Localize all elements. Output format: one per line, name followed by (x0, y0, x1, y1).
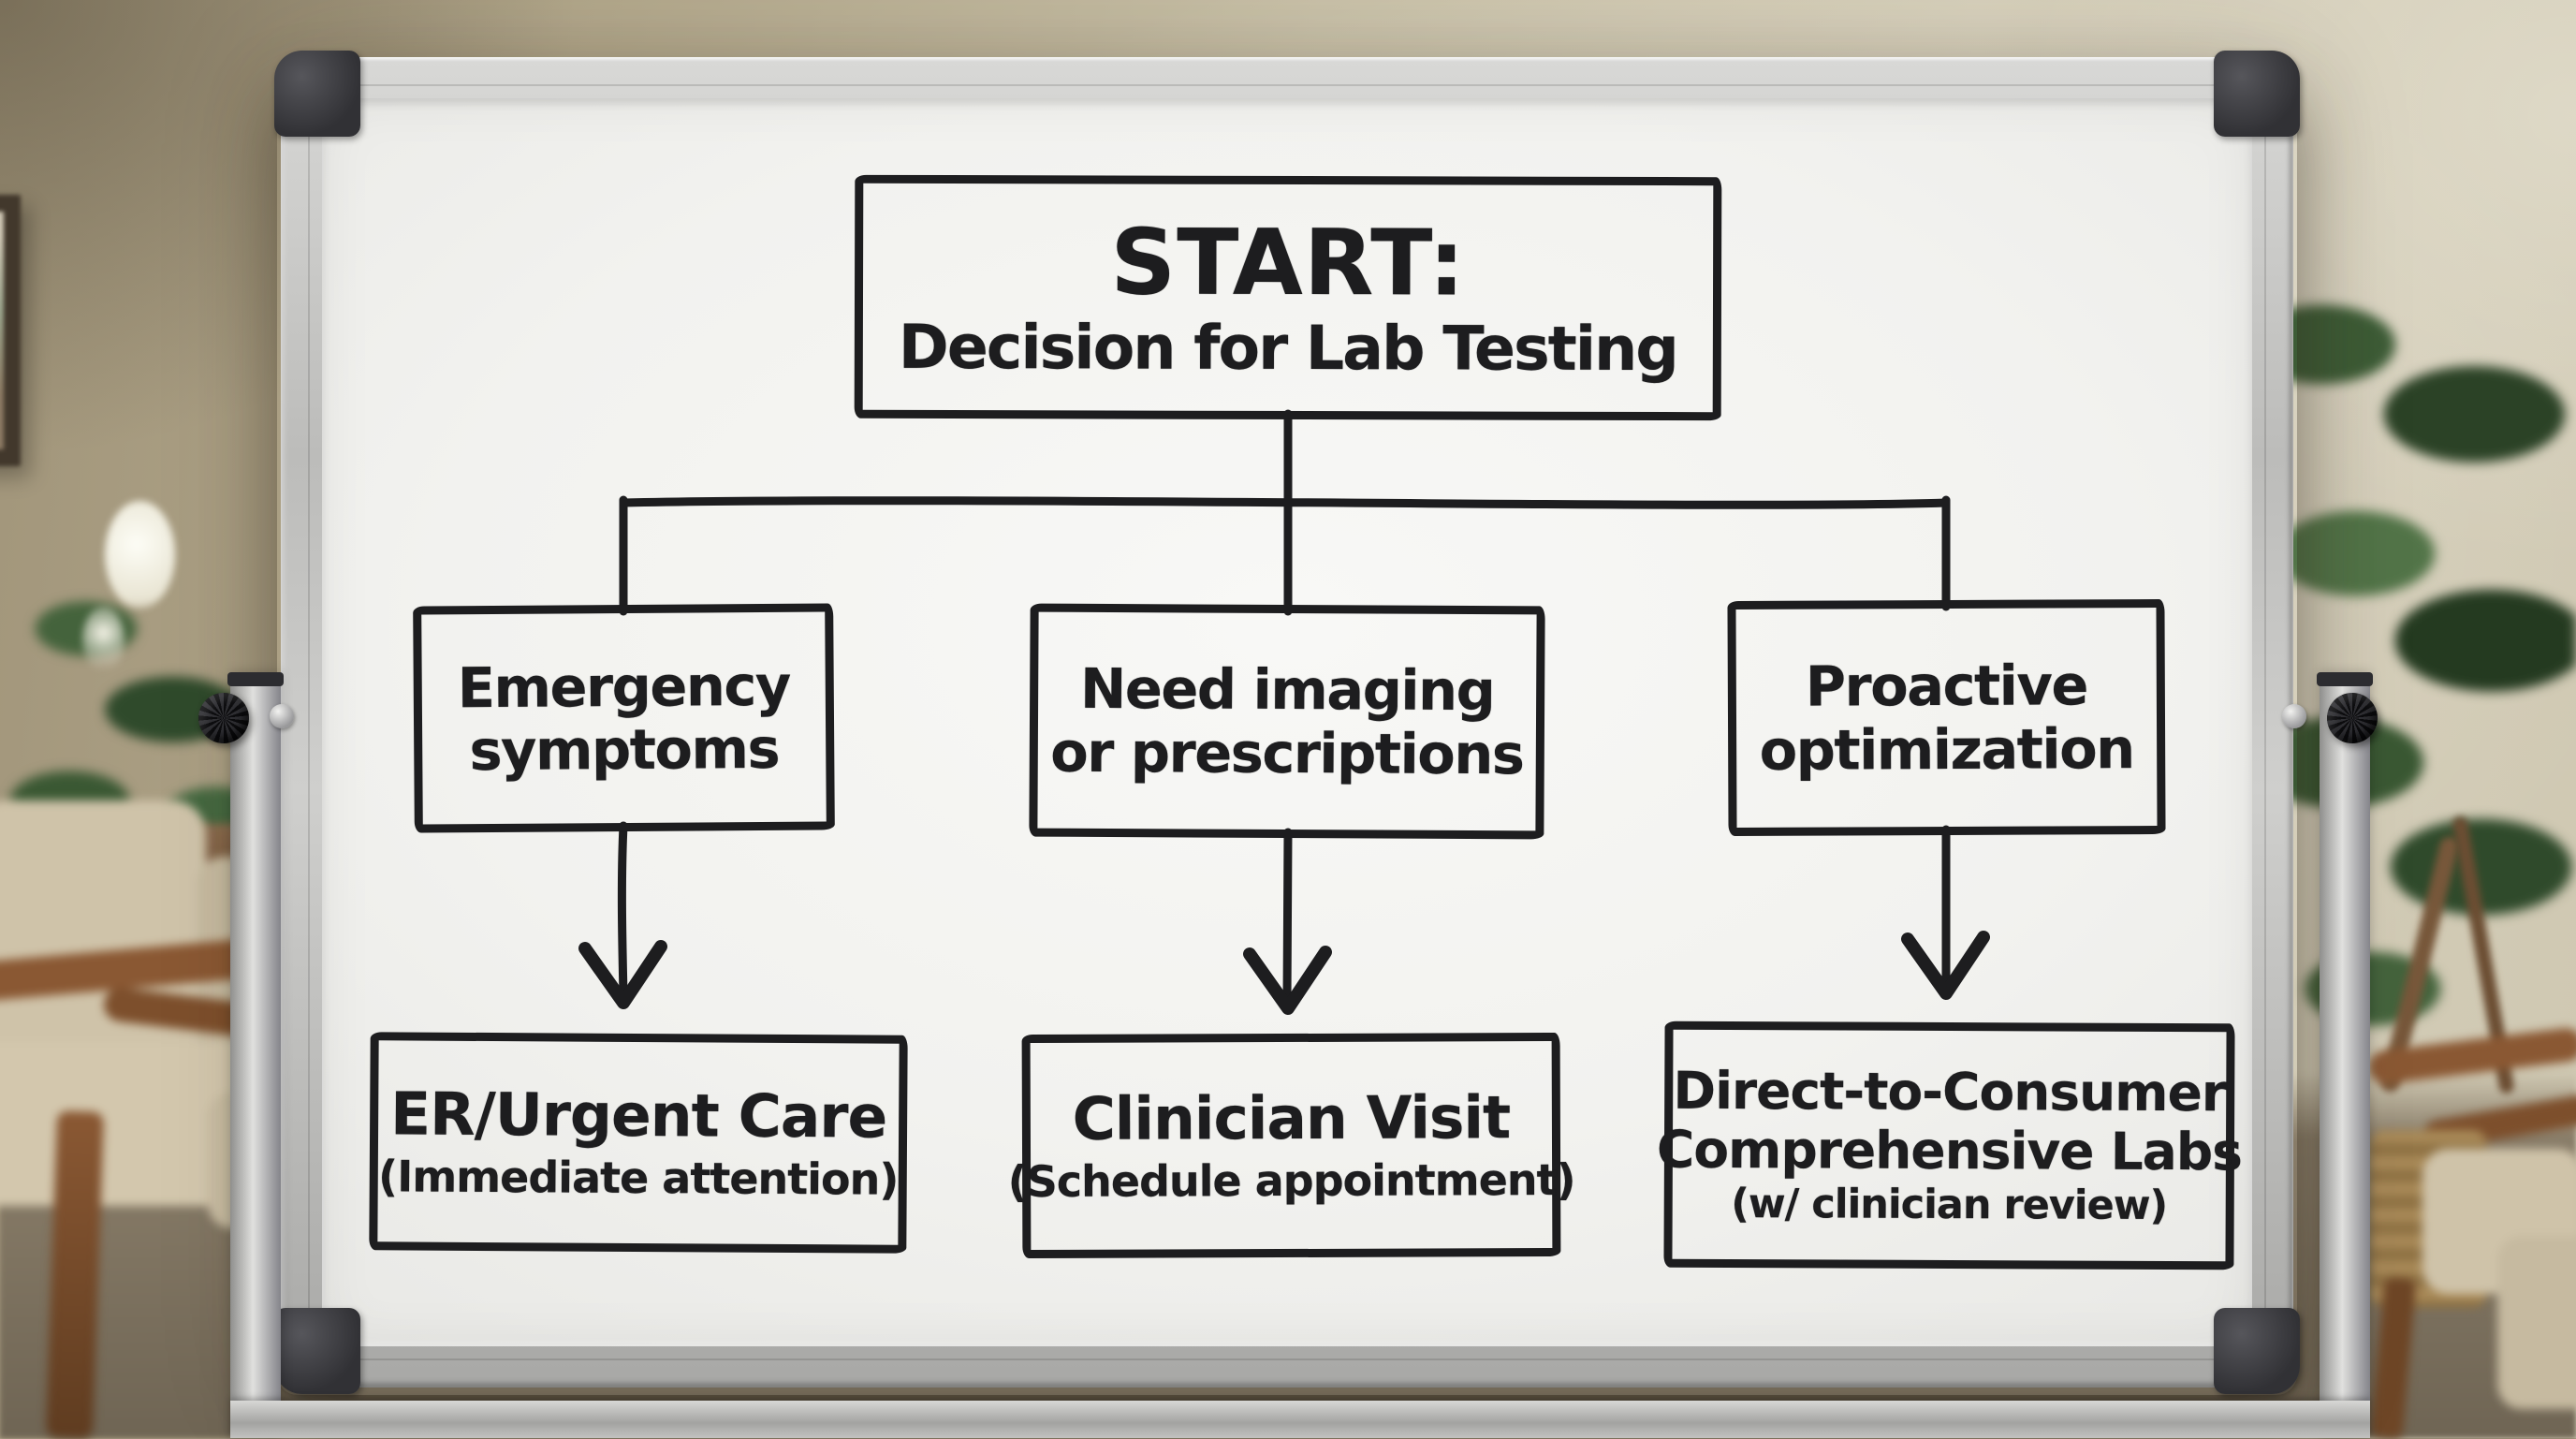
flow-node-condition-need-imaging: Need imaging or prescriptions (1029, 603, 1545, 840)
stand-knob-left (198, 693, 249, 743)
framed-picture (0, 195, 21, 466)
whiteboard: START: Decision for Lab Testing Emergenc… (274, 51, 2300, 1394)
chair-seat-cushion (2497, 1236, 2576, 1409)
start-title: START: (1110, 209, 1467, 316)
arrow-shaft-center (1282, 828, 1293, 1006)
frame-corner-cap-top-right (2214, 51, 2300, 137)
stand-knob-right (2327, 693, 2378, 743)
flowchart-connectors (578, 409, 1990, 1015)
arrowhead-center (1243, 946, 1332, 1015)
connector-horizontal-bus (619, 496, 1951, 509)
waiting-chairs-right (2312, 1016, 2576, 1439)
stand-crossbar (230, 1401, 2370, 1438)
condition-text-line: or prescriptions (1050, 719, 1524, 786)
flow-node-condition-emergency-symptoms: Emergency symptoms (413, 603, 835, 833)
outcome-title: ER/Urgent Care (389, 1079, 887, 1152)
arrow-shaft-left (617, 821, 628, 1000)
outcome-title-line: Direct-to-Consumer (1673, 1061, 2227, 1123)
outcome-title-line: Comprehensive Labs (1656, 1119, 2243, 1182)
stand-pivot-bolt-left (270, 704, 294, 728)
outcome-note: (Schedule appointment) (1007, 1154, 1575, 1208)
whiteboard-surface: START: Decision for Lab Testing Emergenc… (322, 98, 2252, 1346)
flow-node-start: START: Decision for Lab Testing (854, 174, 1722, 421)
stand-post-right (2317, 672, 2373, 1438)
stand-pivot-bolt-right (2282, 704, 2306, 728)
white-flower-small (82, 607, 124, 672)
condition-text-line: optimization (1759, 715, 2134, 783)
condition-text-line: Emergency (457, 653, 791, 720)
chair-wood-arm (2366, 1026, 2576, 1086)
flow-node-condition-proactive-optimization: Proactive optimization (1727, 598, 2166, 837)
flow-node-outcome-clinician-visit: Clinician Visit (Schedule appointment) (1008, 1032, 1575, 1259)
arrowhead-right (1901, 931, 1990, 1000)
frame-corner-cap-bottom-right (2214, 1308, 2300, 1394)
condition-text-line: Need imaging (1079, 656, 1495, 724)
outcome-title: Clinician Visit (1072, 1083, 1511, 1154)
flow-node-outcome-er-urgent-care: ER/Urgent Care (Immediate attention) (369, 1032, 908, 1254)
start-subtitle: Decision for Lab Testing (898, 313, 1677, 386)
stand-post-left (227, 672, 284, 1438)
white-flower (105, 501, 175, 609)
frame-corner-cap-top-left (274, 51, 360, 137)
flow-node-outcome-dtc-labs: Direct-to-Consumer Comprehensive Labs (w… (1657, 1021, 2242, 1270)
condition-text-line: symptoms (469, 715, 780, 784)
outcome-note: (Immediate attention) (377, 1151, 899, 1205)
outcome-note: (w/ clinician review) (1731, 1180, 2168, 1229)
arrowhead-left (578, 940, 667, 1009)
frame-corner-cap-bottom-left (274, 1308, 360, 1394)
condition-text-line: Proactive (1805, 653, 2088, 719)
chair-wood-leg (45, 1110, 105, 1439)
